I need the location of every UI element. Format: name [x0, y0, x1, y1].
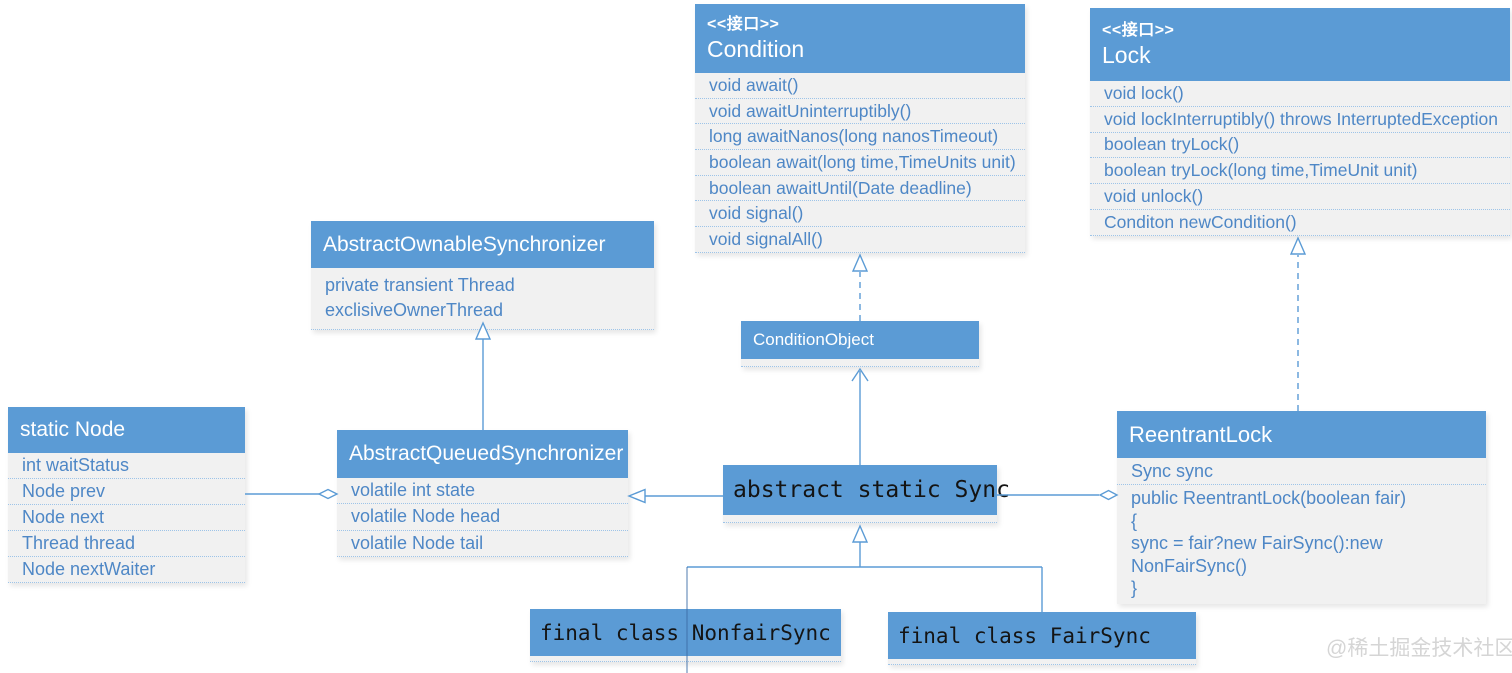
member-row: int waitStatus — [8, 453, 245, 479]
edge-sync-extends-aqs — [627, 488, 723, 504]
class-name: Lock — [1102, 41, 1151, 68]
member-row: boolean awaitUntil(Date deadline) — [695, 176, 1025, 202]
edge-node-aggregation-aqs — [245, 488, 339, 500]
watermark-text: @稀土掘金技术社区 — [1326, 637, 1512, 660]
class-header-condition: <<接口>> Condition — [695, 4, 1025, 73]
class-box-abstract-ownable-synchronizer: AbstractOwnableSynchronizer private tran… — [311, 221, 654, 330]
class-header: static Node — [8, 407, 245, 453]
stereotype-label: <<接口>> — [707, 15, 780, 33]
member-row: Sync sync — [1117, 458, 1486, 485]
member-row: boolean await(long time,TimeUnits unit) — [695, 150, 1025, 176]
member-row: volatile Node head — [337, 504, 628, 531]
member-row: long awaitNanos(long nanosTimeout) — [695, 124, 1025, 151]
class-box-static-node: static Node int waitStatus Node prev Nod… — [8, 407, 245, 583]
class-name: static Node — [20, 418, 126, 441]
class-header: ReentrantLock — [1117, 411, 1486, 458]
member-row: Node next — [8, 505, 245, 531]
class-members: volatile int state volatile Node head vo… — [337, 478, 628, 557]
member-row: void unlock() — [1090, 184, 1510, 210]
member-row: private transient Thread exclisiveOwnerT… — [325, 275, 515, 320]
member-row: volatile Node tail — [337, 531, 628, 557]
class-name: AbstractOwnableSynchronizer — [323, 232, 606, 256]
class-box-condition: <<接口>> Condition void await() void await… — [695, 4, 1025, 253]
class-members: int waitStatus Node prev Node next Threa… — [8, 453, 245, 583]
class-box-reentrant-lock: ReentrantLock Sync sync public Reentrant… — [1117, 411, 1486, 604]
member-row: boolean tryLock(long time,TimeUnit unit) — [1090, 158, 1510, 185]
class-box-lock: <<接口>> Lock void lock() void lockInterru… — [1090, 8, 1510, 236]
empty-member-strip — [741, 359, 979, 367]
member-row: void signalAll() — [695, 227, 1025, 253]
member-row: Node prev — [8, 479, 245, 505]
member-row: Thread thread — [8, 531, 245, 557]
class-box-abstract-queued-synchronizer: AbstractQueuedSynchronizer volatile int … — [337, 430, 628, 557]
edge-sync-association-conditionobject — [851, 367, 869, 465]
class-members-lock: void lock() void lockInterruptibly() thr… — [1090, 81, 1510, 236]
empty-member-strip — [723, 515, 997, 523]
member-row: void await() — [695, 73, 1025, 99]
stereotype-label: <<接口>> — [1102, 21, 1175, 39]
class-name: AbstractQueuedSynchronizer — [349, 442, 624, 465]
edge-sync-aggregation-reentrantlock — [997, 489, 1119, 501]
class-header-lock: <<接口>> Lock — [1090, 8, 1510, 81]
class-name: final class NonfairSync — [530, 609, 841, 656]
constructor-code-block: public ReentrantLock(boolean fair) { syn… — [1131, 488, 1407, 598]
class-box-sync: abstract static Sync — [723, 465, 1010, 523]
member-row: void signal() — [695, 201, 1025, 228]
class-box-fair-sync: final class FairSync — [888, 612, 1196, 665]
member-row: Conditon newCondition() — [1090, 210, 1510, 236]
class-name: abstract static Sync — [723, 465, 1010, 515]
edge-reentrantlock-implements-lock — [1289, 236, 1307, 411]
class-header: AbstractQueuedSynchronizer — [337, 430, 628, 478]
member-row: volatile int state — [337, 478, 628, 505]
member-row: Node nextWaiter — [8, 557, 245, 583]
edge-conditionobject-implements-condition — [851, 253, 869, 321]
class-name: ReentrantLock — [1129, 421, 1273, 447]
class-name: final class FairSync — [888, 612, 1196, 659]
empty-member-strip — [888, 659, 1196, 665]
class-members: Sync sync public ReentrantLock(boolean f… — [1117, 458, 1486, 604]
class-header: AbstractOwnableSynchronizer — [311, 221, 654, 268]
class-members: private transient Thread exclisiveOwnerT… — [311, 268, 654, 330]
member-row: void awaitUninterruptibly() — [695, 99, 1025, 125]
class-name: ConditionObject — [753, 330, 874, 349]
class-name: Condition — [707, 35, 805, 62]
class-header: ConditionObject — [741, 321, 979, 359]
member-row: void lock() — [1090, 81, 1510, 107]
empty-member-strip — [530, 656, 841, 662]
class-box-condition-object: ConditionObject — [741, 321, 979, 367]
class-box-nonfair-sync: final class NonfairSync — [530, 609, 841, 662]
edge-aqs-extends-aos — [474, 321, 492, 430]
class-members-condition: void await() void awaitUninterruptibly()… — [695, 73, 1025, 253]
member-row: void lockInterruptibly() throws Interrup… — [1090, 107, 1510, 133]
member-row: boolean tryLock() — [1090, 133, 1510, 159]
